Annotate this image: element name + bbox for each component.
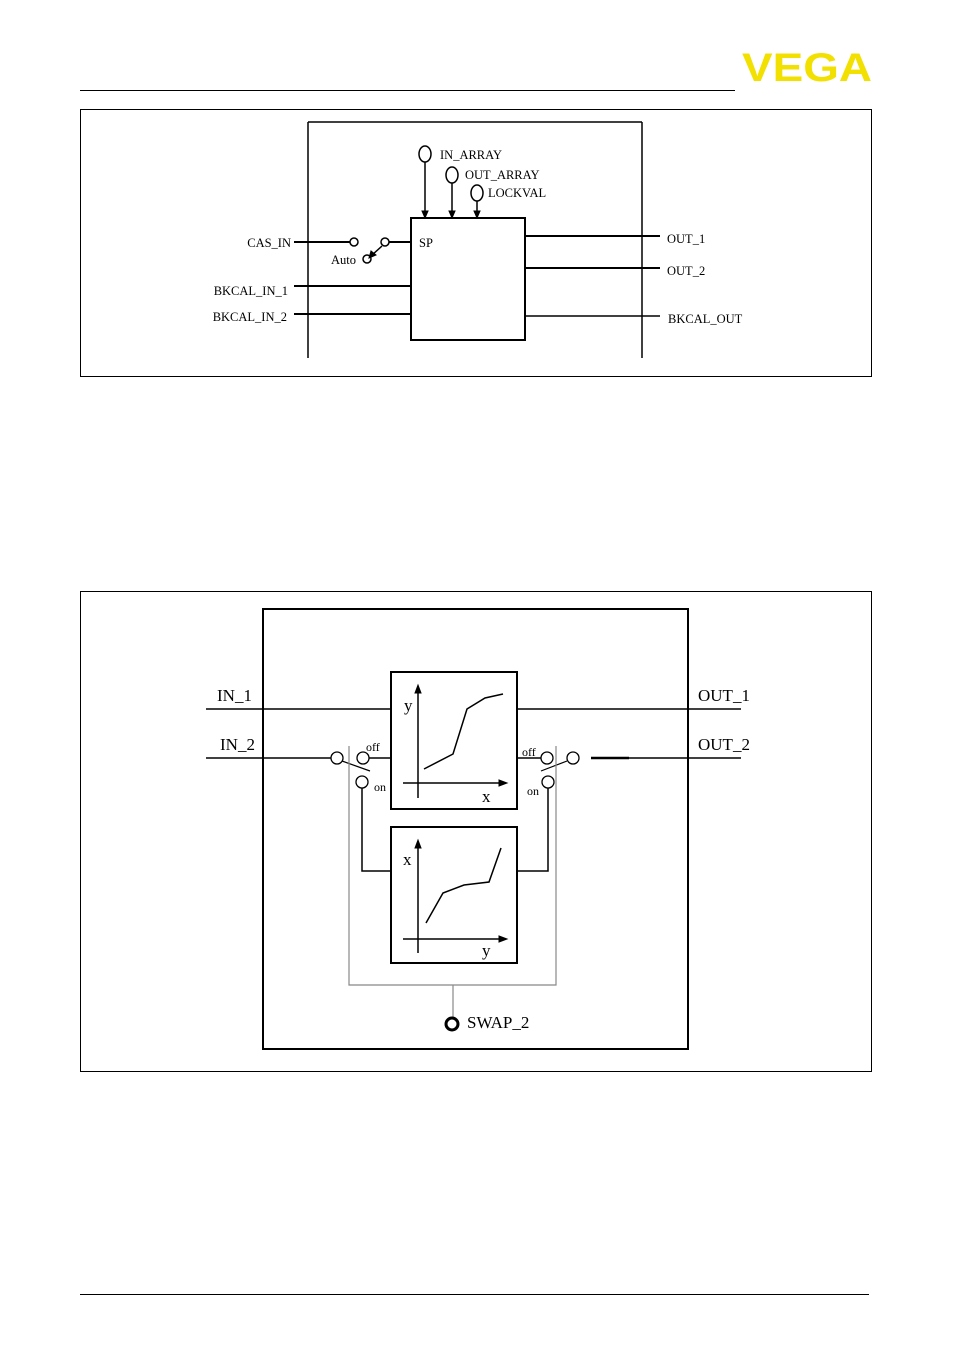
out-2-label-2: OUT_2	[698, 735, 750, 754]
figure-1-frame: IN_ARRAY OUT_ARRAY LOCKVAL SP CAS_IN Aut…	[80, 109, 872, 377]
left-switch-on-label: on	[374, 780, 386, 794]
sp-label: SP	[419, 236, 433, 250]
right-switch-off-contact	[541, 752, 553, 764]
bkcal-in-2-label: BKCAL_IN_2	[213, 310, 287, 324]
swap-2-label: SWAP_2	[467, 1013, 529, 1032]
lockval-label: LOCKVAL	[488, 186, 546, 200]
curve-top-y-label: y	[404, 696, 413, 715]
curve-bottom-line	[426, 848, 501, 923]
function-block-outline	[263, 609, 688, 1049]
left-switch-on-contact	[356, 776, 368, 788]
out-1-label-2: OUT_1	[698, 686, 750, 705]
auto-contact	[363, 255, 371, 263]
curve-top-x-label: x	[482, 787, 491, 806]
vega-logo-text: VEGA	[742, 50, 872, 84]
curve-bottom-y-label: x	[403, 850, 412, 869]
right-switch-pivot	[567, 752, 579, 764]
in-array-connector	[419, 146, 431, 162]
curve-top-line	[424, 694, 503, 769]
bkcal-in-1-label: BKCAL_IN_1	[214, 284, 288, 298]
curve-box-bottom	[391, 827, 517, 963]
swap-2-connector	[446, 1018, 458, 1030]
in-array-label: IN_ARRAY	[440, 148, 502, 162]
vega-logo: VEGA	[742, 50, 874, 84]
curve-box-top	[391, 672, 517, 809]
left-switch-off-label: off	[366, 740, 380, 754]
out-2-label: OUT_2	[667, 264, 705, 278]
right-switch-on-contact	[542, 776, 554, 788]
right-switch-on-label: on	[527, 784, 539, 798]
figure-1-diagram: IN_ARRAY OUT_ARRAY LOCKVAL SP CAS_IN Aut…	[81, 110, 871, 376]
auto-label: Auto	[331, 253, 356, 267]
header-rule	[80, 90, 735, 91]
cas-in-label: CAS_IN	[247, 236, 291, 250]
bkcal-out-label: BKCAL_OUT	[668, 312, 743, 326]
curve-bottom-x-label: y	[482, 941, 491, 960]
footer-rule	[80, 1294, 869, 1295]
left-switch-pivot	[331, 752, 343, 764]
in-1-label: IN_1	[217, 686, 252, 705]
figure-2-frame: IN_1 IN_2 OUT_1 OUT_2 y x x y SWAP_2 off…	[80, 591, 872, 1072]
in-2-label: IN_2	[220, 735, 255, 754]
out-array-label: OUT_ARRAY	[465, 168, 540, 182]
switch-pivot	[381, 238, 389, 246]
right-switch-off-label: off	[522, 745, 536, 759]
figure-2-diagram: IN_1 IN_2 OUT_1 OUT_2 y x x y SWAP_2 off…	[81, 592, 871, 1071]
out-array-connector	[446, 167, 458, 183]
lockval-connector	[471, 185, 483, 201]
out-1-label: OUT_1	[667, 232, 705, 246]
cas-in-contact	[350, 238, 358, 246]
